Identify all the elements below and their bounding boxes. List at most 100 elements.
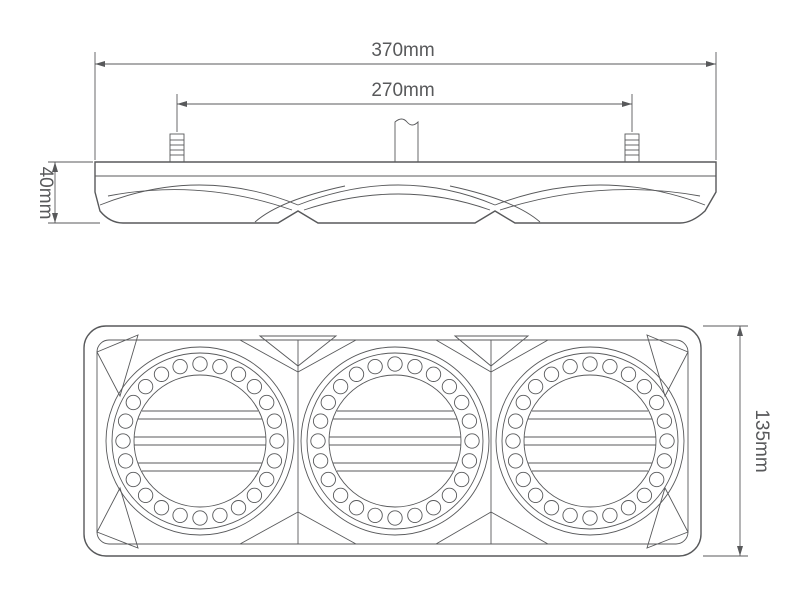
led xyxy=(636,378,653,395)
dimension-depth: 40mm xyxy=(35,161,100,224)
led xyxy=(246,487,263,504)
led xyxy=(192,510,208,526)
led xyxy=(441,487,458,504)
dimension-stud-spacing: 270mm xyxy=(176,80,633,132)
lens-bar-middle xyxy=(524,436,656,446)
dimension-height: 135mm xyxy=(703,325,772,557)
led xyxy=(407,358,423,375)
led xyxy=(636,487,653,504)
lamp-outer-ring xyxy=(495,346,685,536)
led xyxy=(312,453,329,469)
led xyxy=(212,507,228,524)
led xyxy=(367,358,383,375)
led xyxy=(348,366,365,382)
lamp-group xyxy=(105,346,685,536)
right-stud xyxy=(624,133,640,163)
led xyxy=(425,500,442,516)
left-stud xyxy=(169,133,185,163)
led xyxy=(649,471,665,488)
led xyxy=(656,413,673,429)
led xyxy=(461,413,478,429)
depth-label: 40mm xyxy=(35,167,56,220)
led xyxy=(310,433,326,449)
lens-bar-middle xyxy=(134,436,266,446)
led xyxy=(230,366,247,382)
led xyxy=(527,487,544,504)
lens-bar-bottom xyxy=(333,462,457,472)
lens-bar-top xyxy=(333,410,457,420)
led xyxy=(259,471,275,488)
led xyxy=(115,433,131,449)
led xyxy=(125,394,141,411)
led xyxy=(192,356,208,372)
led xyxy=(659,433,675,449)
led xyxy=(246,378,263,395)
led xyxy=(332,487,349,504)
lamp-outer-ring xyxy=(105,346,295,536)
led xyxy=(269,433,285,449)
led xyxy=(137,487,154,504)
led xyxy=(602,358,618,375)
led xyxy=(454,394,470,411)
lens-bar-top xyxy=(138,410,262,420)
led xyxy=(562,507,578,524)
led xyxy=(172,507,188,524)
cable xyxy=(394,118,419,162)
led xyxy=(507,413,524,429)
lamp-ring-edge xyxy=(111,352,289,530)
overall-width-label: 370mm xyxy=(371,40,434,61)
led xyxy=(117,413,134,429)
led xyxy=(117,453,134,469)
led xyxy=(507,453,524,469)
led xyxy=(320,471,336,488)
led xyxy=(620,500,637,516)
led xyxy=(407,507,423,524)
side-view xyxy=(94,118,717,224)
led xyxy=(454,471,470,488)
led xyxy=(505,433,521,449)
led xyxy=(425,366,442,382)
front-view xyxy=(83,325,702,557)
led xyxy=(602,507,618,524)
led xyxy=(137,378,154,395)
lamp-inner-ring xyxy=(523,374,657,508)
led xyxy=(348,500,365,516)
led xyxy=(464,433,480,449)
led xyxy=(543,366,560,382)
dimension-overall-width: 370mm xyxy=(94,40,717,160)
lamp-ring-edge xyxy=(306,352,484,530)
led xyxy=(266,413,283,429)
led xyxy=(259,394,275,411)
led xyxy=(312,413,329,429)
led xyxy=(387,510,403,526)
lamp-outer-ring xyxy=(300,346,490,536)
led xyxy=(266,453,283,469)
led xyxy=(527,378,544,395)
led xyxy=(620,366,637,382)
lens-bar-bottom xyxy=(138,462,262,472)
led xyxy=(320,394,336,411)
led xyxy=(212,358,228,375)
led xyxy=(582,356,598,372)
led xyxy=(649,394,665,411)
led xyxy=(153,500,170,516)
led xyxy=(230,500,247,516)
led xyxy=(332,378,349,395)
led xyxy=(153,366,170,382)
lamp-inner-ring xyxy=(133,374,267,508)
led xyxy=(172,358,188,375)
led xyxy=(656,453,673,469)
led xyxy=(515,394,531,411)
lamp-ring-edge xyxy=(501,352,679,530)
led xyxy=(515,471,531,488)
stud-spacing-label: 270mm xyxy=(371,80,434,101)
led xyxy=(543,500,560,516)
led xyxy=(562,358,578,375)
lens-bar-top xyxy=(528,410,652,420)
led xyxy=(387,356,403,372)
led xyxy=(125,471,141,488)
led xyxy=(367,507,383,524)
led xyxy=(461,453,478,469)
led xyxy=(441,378,458,395)
